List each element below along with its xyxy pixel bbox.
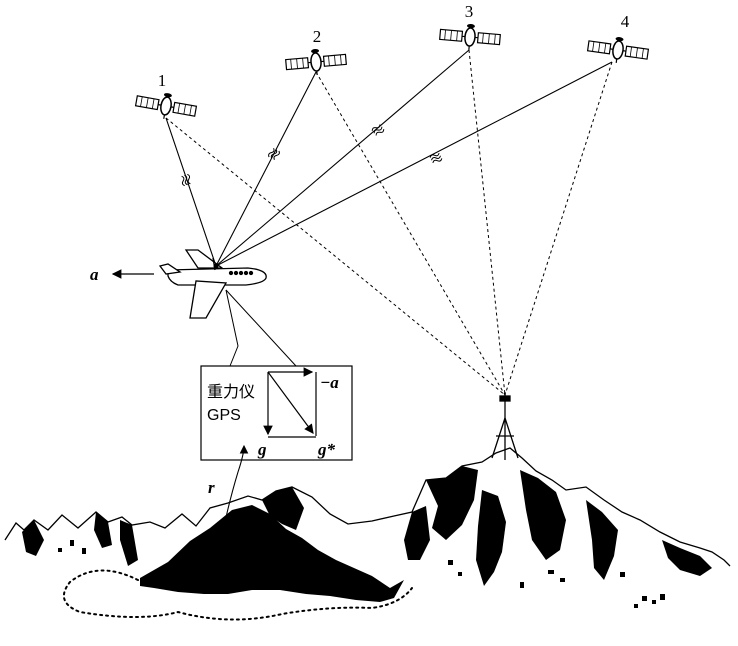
position-label: r: [208, 478, 215, 497]
satellite-icon: [438, 20, 502, 54]
gps-label: GPS: [207, 407, 241, 424]
ground-ranging-lines: [165, 49, 613, 396]
satellite-4: 4: [585, 12, 651, 68]
signal-wave-icon: [429, 151, 443, 165]
sat1-to-ground-line: [165, 117, 506, 396]
sat1-to-aircraft-line: [165, 117, 217, 267]
left-peak-shadow: [140, 505, 404, 602]
satellite-4-label: 4: [621, 12, 630, 31]
mountain-range: [4, 447, 731, 621]
aircraft-antenna: [213, 263, 219, 269]
instrument-leader-line: [225, 289, 297, 367]
satellite-icon: [585, 32, 651, 68]
acceleration-label: a: [90, 265, 99, 284]
sat2-to-ground-line: [315, 71, 506, 396]
g-star-label: g*: [317, 440, 336, 459]
left-rock: [94, 512, 112, 548]
gravimeter-label: 重力仪: [207, 382, 255, 401]
right-summit-shadow-left: [426, 466, 478, 540]
sat2-to-aircraft-line: [215, 71, 317, 267]
satellite-2-label: 2: [313, 27, 322, 46]
ground-receiver-icon: [491, 392, 519, 460]
far-right-ridge-shadow: [662, 540, 712, 576]
aircraft-ranging-lines: [165, 49, 613, 267]
survey-boundary-dotted-line: [62, 569, 413, 621]
left-rock: [120, 520, 138, 566]
right-summit-shadow-right: [520, 470, 566, 560]
signal-wave-icon: [179, 173, 193, 187]
scattered-rocks: [58, 540, 665, 608]
ridge-outline: [4, 447, 731, 567]
sat4-to-ground-line: [504, 61, 613, 396]
satellite-2: 2: [284, 27, 348, 79]
satellite-1-label: 1: [158, 71, 167, 90]
neg-a-label: −a: [320, 373, 339, 392]
aircraft-icon: [158, 249, 267, 319]
valley-rock: [404, 506, 430, 560]
satellite-3: 3: [438, 2, 502, 54]
signal-wave-icons: [179, 122, 443, 187]
signal-wave-icon: [267, 147, 281, 161]
left-summit-shadow: [262, 487, 304, 530]
satellite-1: 1: [133, 71, 199, 125]
g-star-vector: [267, 371, 314, 434]
instrument-leader-line: [225, 289, 239, 367]
far-right-slope-shadow: [586, 500, 618, 580]
far-left-rock: [22, 520, 44, 556]
signal-wave-icon: [370, 122, 386, 138]
sat3-to-aircraft-line: [215, 49, 470, 267]
satellite-3-label: 3: [465, 2, 474, 21]
right-center-ridge-shadow: [476, 490, 506, 586]
sat4-to-aircraft-line: [215, 61, 613, 267]
instrument-box: 重力仪 GPS −a g g*: [200, 365, 353, 461]
sat3-to-ground-line: [468, 49, 506, 396]
g-label: g: [257, 440, 267, 459]
